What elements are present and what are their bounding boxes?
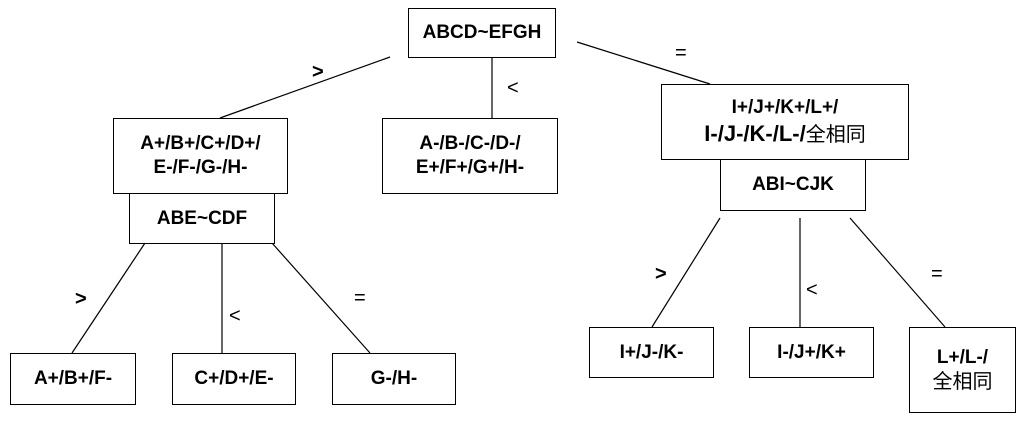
edge-root-left xyxy=(219,56,391,119)
label-root-less: < xyxy=(507,77,519,99)
leaf-left-less-label: C+/D+/E- xyxy=(194,368,274,390)
label-left-equal: = xyxy=(354,287,366,309)
leaf-right-less: I-/J+/K+ xyxy=(749,327,874,378)
node-right-top-line2: I-/J-/K-/L-/全相同 xyxy=(704,120,865,148)
node-left-top: A+/B+/C+/D+/ E-/F-/G-/H- xyxy=(113,118,288,194)
leaf-right-equal-line2: 全相同 xyxy=(932,369,993,394)
edge-right-equal xyxy=(849,217,946,328)
node-right-bottom: ABI~CJK xyxy=(720,159,866,211)
edge-left-greater xyxy=(71,242,146,354)
leaf-right-equal-line1: L+/L-/ xyxy=(936,346,989,368)
label-right-less: < xyxy=(806,279,818,301)
leaf-left-greater: A+/B+/F- xyxy=(10,353,136,405)
node-left-top-line2: E-/F-/G-/H- xyxy=(153,157,248,178)
leaf-left-equal-label: G-/H- xyxy=(370,368,418,390)
node-left-top-line1: A+/B+/C+/D+/ xyxy=(140,133,261,155)
node-right-bottom-label: ABI~CJK xyxy=(752,174,834,196)
leaf-left-equal: G-/H- xyxy=(332,353,456,405)
leaf-right-greater: I+/J-/K- xyxy=(589,327,714,378)
label-root-greater: > xyxy=(312,61,324,83)
node-middle-line1: A-/B-/C-/D-/ xyxy=(419,133,521,155)
leaf-left-less: C+/D+/E- xyxy=(172,353,296,405)
label-left-greater: > xyxy=(75,288,87,310)
node-right-top-line1: I+/J+/K+/L+/ xyxy=(731,97,839,119)
label-left-less: < xyxy=(229,305,241,327)
leaf-left-greater-label: A+/B+/F- xyxy=(33,368,113,390)
node-root-label: ABCD~EFGH xyxy=(422,22,542,44)
edge-right-greater xyxy=(651,217,721,328)
label-root-equal: = xyxy=(675,42,687,64)
label-right-equal: = xyxy=(931,263,943,285)
leaf-right-less-label: I-/J+/K+ xyxy=(777,341,846,363)
node-right-top: I+/J+/K+/L+/ I-/J-/K-/L-/全相同 xyxy=(661,84,909,160)
node-root: ABCD~EFGH xyxy=(408,8,556,58)
node-left-bottom: ABE~CDF xyxy=(129,193,275,244)
node-right-top-line2-suffix: 全相同 xyxy=(805,122,866,146)
label-right-greater: > xyxy=(655,263,667,285)
node-right-top-line2-main: I-/J-/K-/L-/ xyxy=(704,121,806,146)
leaf-right-equal: L+/L-/ 全相同 xyxy=(909,327,1016,413)
node-middle: A-/B-/C-/D-/ E+/F+/G+/H- xyxy=(382,118,558,194)
edge-left-equal xyxy=(271,242,371,354)
edge-root-right xyxy=(576,41,711,85)
leaf-right-greater-label: I+/J-/K- xyxy=(619,341,684,363)
node-middle-line2: E+/F+/G+/H- xyxy=(415,157,525,178)
node-left-bottom-label: ABE~CDF xyxy=(156,207,248,229)
